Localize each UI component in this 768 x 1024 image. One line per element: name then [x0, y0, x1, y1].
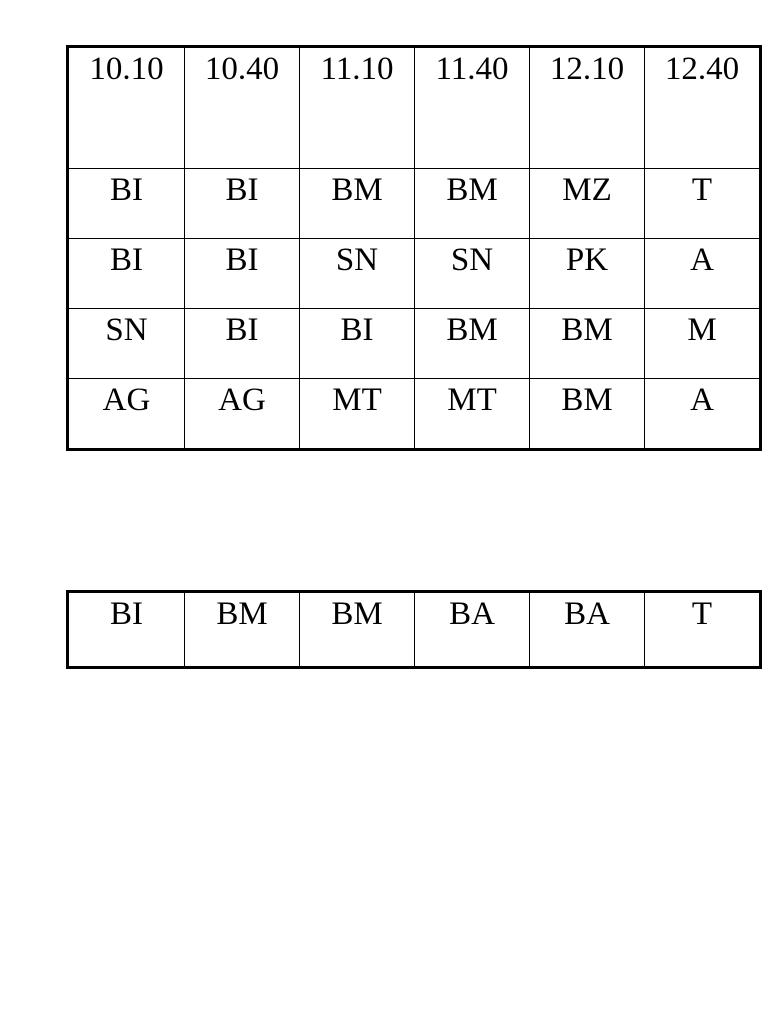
- schedule-cell: M: [644, 308, 761, 379]
- summary-strip-cell: BI: [67, 591, 185, 668]
- schedule-cell: BI: [184, 168, 300, 239]
- schedule-cell: BI: [299, 308, 415, 379]
- schedule-cell: SN: [67, 308, 185, 379]
- schedule-cell: MT: [414, 378, 530, 450]
- schedule-cell: BM: [529, 378, 645, 450]
- summary-strip-row: BI BM BM BA BA T: [67, 591, 761, 668]
- schedule-header-cell: 11.10: [299, 46, 415, 169]
- schedule-cell: BM: [299, 168, 415, 239]
- schedule-cell: BM: [414, 168, 530, 239]
- schedule-cell: BI: [184, 308, 300, 379]
- schedule-header-cell: 11.40: [414, 46, 530, 169]
- schedule-cell: MT: [299, 378, 415, 450]
- schedule-table-row: SN BI BI BM BM M: [67, 308, 761, 379]
- schedule-cell: SN: [414, 238, 530, 309]
- summary-strip-cell: BM: [299, 591, 415, 668]
- schedule-table: 10.10 10.40 11.10 11.40 12.10 12.40 BI B…: [66, 45, 762, 451]
- schedule-cell: MZ: [529, 168, 645, 239]
- schedule-table-row: AG AG MT MT BM A: [67, 378, 761, 450]
- schedule-cell: BI: [67, 238, 185, 309]
- schedule-table-row: BI BI BM BM MZ T: [67, 168, 761, 239]
- schedule-cell: PK: [529, 238, 645, 309]
- schedule-header-cell: 12.40: [644, 46, 761, 169]
- summary-strip-cell: BA: [414, 591, 530, 668]
- schedule-header-cell: 10.40: [184, 46, 300, 169]
- schedule-cell: AG: [67, 378, 185, 450]
- schedule-cell: BM: [414, 308, 530, 379]
- schedule-table-row: BI BI SN SN PK A: [67, 238, 761, 309]
- schedule-cell: BI: [67, 168, 185, 239]
- schedule-cell: BI: [184, 238, 300, 309]
- summary-strip-cell: BA: [529, 591, 645, 668]
- summary-strip-table: BI BM BM BA BA T: [66, 590, 762, 669]
- schedule-cell: A: [644, 238, 761, 309]
- schedule-cell: BM: [529, 308, 645, 379]
- summary-strip-cell: T: [644, 591, 761, 668]
- summary-strip-cell: BM: [184, 591, 300, 668]
- schedule-header-cell: 10.10: [67, 46, 185, 169]
- schedule-cell: T: [644, 168, 761, 239]
- schedule-header-row: 10.10 10.40 11.10 11.40 12.10 12.40: [67, 46, 761, 169]
- schedule-header-cell: 12.10: [529, 46, 645, 169]
- schedule-cell: A: [644, 378, 761, 450]
- schedule-cell: AG: [184, 378, 300, 450]
- schedule-cell: SN: [299, 238, 415, 309]
